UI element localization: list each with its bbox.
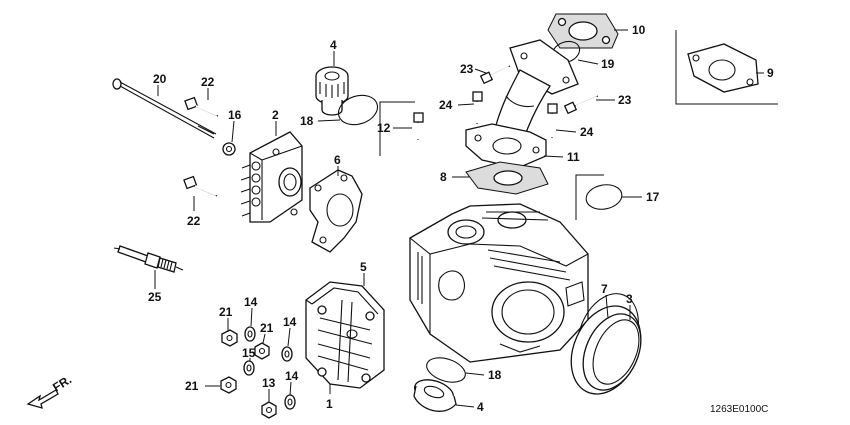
- gasket-6: [309, 169, 363, 253]
- callout-4-upper: 4: [330, 38, 337, 52]
- flange-bolt-22-upper: [184, 96, 219, 117]
- bolt-24-left: [472, 91, 483, 124]
- leader-lines: [154, 29, 764, 408]
- nut-21-middle: [254, 342, 270, 360]
- nut-13: [261, 401, 277, 419]
- group-bracket-17: [575, 174, 604, 220]
- side-cover-3: [570, 305, 642, 395]
- insulator-10: [547, 13, 619, 49]
- callout-21-upper: 21: [219, 305, 233, 319]
- callout-14-lower: 14: [285, 369, 299, 383]
- gasket-8: [465, 161, 549, 195]
- callout-22-lower: 22: [187, 214, 201, 228]
- callout-17: 17: [646, 190, 660, 204]
- callout-6: 6: [334, 153, 341, 167]
- washer-14-upper: [244, 326, 256, 342]
- callout-24-left: 24: [439, 98, 453, 112]
- washer-16: [222, 142, 236, 156]
- stud-bolt-20: [112, 78, 217, 139]
- bolt-24-right: [547, 103, 558, 138]
- washer-14-lower: [284, 394, 296, 410]
- o-ring-18-upper: [337, 94, 379, 126]
- callout-20: 20: [153, 72, 167, 86]
- gasket-9: [687, 43, 759, 93]
- callout-10: 10: [632, 23, 646, 37]
- o-ring-18-lower: [426, 357, 466, 383]
- callout-24-right: 24: [580, 125, 594, 139]
- callout-9: 9: [767, 66, 774, 80]
- callout-23-left: 23: [460, 62, 474, 76]
- camshaft-holder-2: [240, 131, 303, 223]
- callout-21-lower: 21: [185, 379, 199, 393]
- callout-16: 16: [228, 108, 242, 122]
- inlet-pipe-11: [465, 39, 579, 169]
- callout-13: 13: [262, 376, 276, 390]
- bolt-23-right: [563, 95, 599, 115]
- group-bracket-12: [379, 101, 415, 156]
- cylinder-head: [409, 203, 589, 363]
- spark-plug-25: [113, 245, 184, 273]
- head-cover-5: [305, 281, 385, 389]
- washer-14-middle: [281, 346, 293, 362]
- callout-18-upper: 18: [300, 114, 314, 128]
- callout-23-right: 23: [618, 93, 632, 107]
- callout-12: 12: [377, 121, 391, 135]
- callout-22-upper: 22: [201, 75, 215, 89]
- flange-bolt-22-lower: [183, 175, 218, 197]
- callout-3: 3: [626, 292, 633, 306]
- filler-cap-4-upper: [315, 66, 349, 116]
- callout-8: 8: [440, 170, 447, 184]
- callout-25: 25: [148, 290, 162, 304]
- callout-18-lower: 18: [488, 368, 502, 382]
- callout-5: 5: [360, 260, 367, 274]
- callout-1: 1: [326, 397, 333, 411]
- drawing-code: 1263E0100C: [710, 404, 768, 415]
- washer-15: [243, 360, 255, 376]
- o-ring-17: [585, 184, 623, 210]
- callout-11: 11: [567, 150, 580, 164]
- callout-14-middle: 14: [283, 315, 297, 329]
- cap-4-lower: [413, 379, 457, 412]
- nut-21-lower: [220, 376, 237, 394]
- callout-7: 7: [601, 282, 608, 296]
- callout-4-lower: 4: [477, 400, 484, 414]
- bolt-12: [413, 112, 424, 140]
- bolt-23-left: [479, 65, 511, 85]
- callout-19: 19: [601, 57, 615, 71]
- nut-21-upper: [221, 329, 238, 347]
- callout-14-upper: 14: [244, 295, 258, 309]
- callout-2: 2: [272, 108, 279, 122]
- callout-15: 15: [242, 346, 256, 360]
- group-bracket-9: [675, 30, 778, 105]
- front-direction-arrow-icon: FR.: [26, 372, 74, 409]
- callout-21-middle: 21: [260, 321, 274, 335]
